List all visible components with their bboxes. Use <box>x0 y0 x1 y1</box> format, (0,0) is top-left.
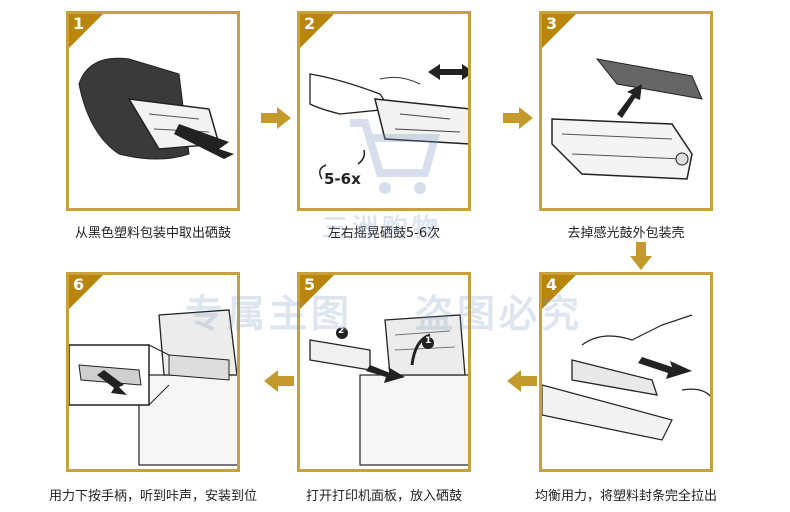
step-badge <box>69 275 106 312</box>
watermark-brand: 三洲购物 <box>322 214 443 244</box>
step-number: 4 <box>546 275 558 294</box>
step-6-panel: 6 <box>66 272 240 472</box>
watermark-line1: 专属主图 <box>185 292 354 336</box>
step-number: 1 <box>73 14 85 33</box>
step-4-illustration <box>542 314 710 441</box>
flow-arrow-right-1 <box>261 107 291 129</box>
step-1-illustration <box>78 57 234 160</box>
step-number: 3 <box>546 14 558 33</box>
flow-arrow-right-2 <box>503 107 533 129</box>
step-3-panel: 3 <box>539 11 713 211</box>
step-badge <box>300 14 337 51</box>
step-5-panel: 2 1 5 <box>297 272 471 472</box>
step-badge <box>542 275 579 312</box>
flow-arrow-down <box>630 242 652 270</box>
watermark-line2: 盗图必究 <box>415 292 584 336</box>
step-1-caption: 从黑色塑料包装中取出硒鼓 <box>74 226 231 241</box>
step-badge <box>300 275 337 312</box>
step-number: 5 <box>304 275 316 294</box>
step-2-illustration <box>309 64 468 180</box>
step-badge <box>69 14 106 51</box>
step-number: 2 <box>304 14 316 33</box>
step-6-caption: 用力下按手柄，听到咔声，安装到位 <box>48 489 257 504</box>
step-5-caption: 打开打印机面板，放入硒鼓 <box>305 489 462 504</box>
step-4-panel: 4 <box>539 272 713 472</box>
step-badge <box>542 14 579 51</box>
step-2-caption: 左右摇晃硒鼓5-6次 <box>327 226 441 241</box>
callout-1-label: 1 <box>425 336 432 346</box>
step-3-illustration <box>551 58 703 180</box>
flow-arrow-left-2 <box>264 370 294 392</box>
step-4-caption: 均衡用力，将塑料封条完全拉出 <box>534 489 717 504</box>
step-5-illustration <box>309 314 468 466</box>
shake-count-label: 5-6x <box>324 170 361 188</box>
step-1-panel: 1 <box>66 11 240 211</box>
step-3-caption: 去掉感光鼓外包装壳 <box>567 226 685 241</box>
step-number: 6 <box>73 275 85 294</box>
step-6-illustration <box>69 309 237 466</box>
step-2-panel: 5-6x 2 <box>297 11 471 211</box>
callout-2-label: 2 <box>338 326 345 336</box>
cart-watermark-icon <box>350 119 440 194</box>
flow-arrow-left-1 <box>507 370 537 392</box>
